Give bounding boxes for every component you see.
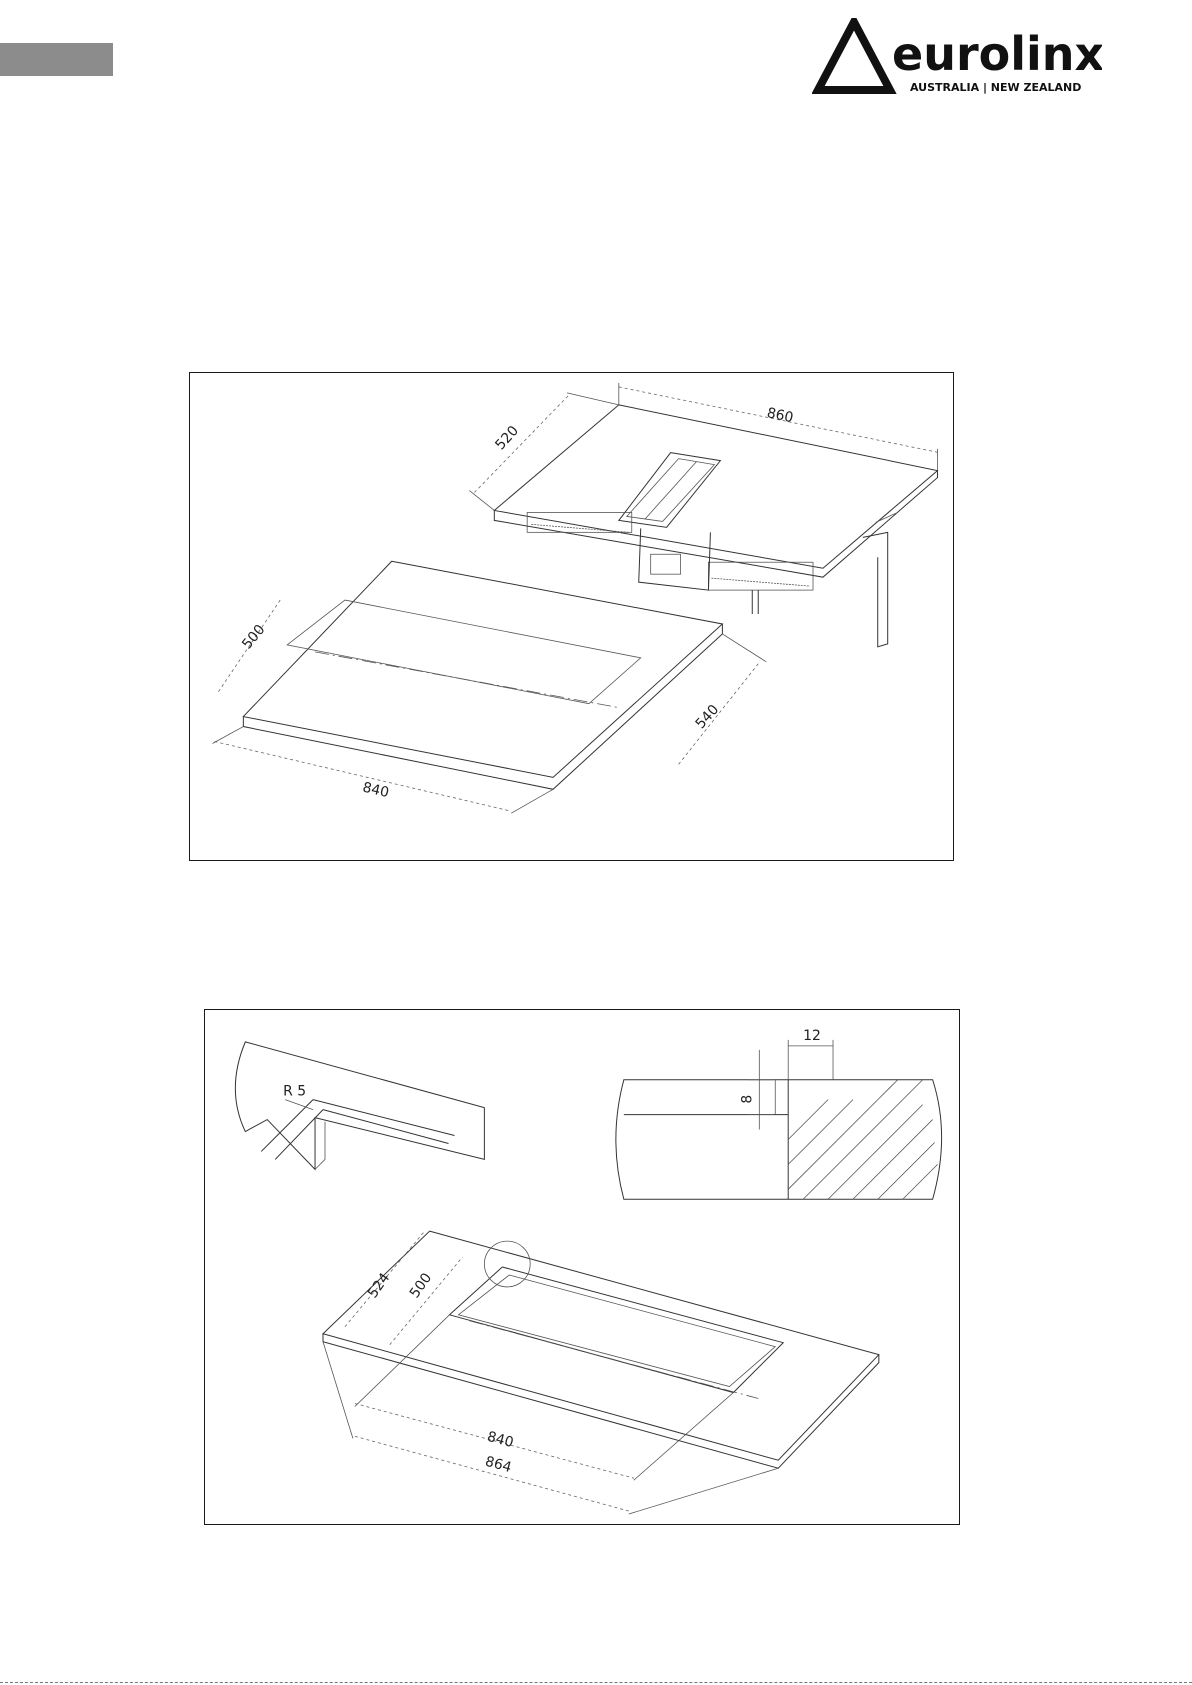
eurolinx-logo: eurolinx AUSTRALIA | NEW ZEALAND [812, 18, 1102, 98]
dim-840-detail-label: 840 [485, 1429, 515, 1451]
corner-radius-detail: R 5 [235, 1042, 484, 1170]
radius-label: R 5 [283, 1084, 306, 1100]
dim-840-label: 840 [361, 780, 391, 802]
dim-8-label: 8 [739, 1095, 755, 1104]
cutout-with-rebate-drawing: 524 500 840 864 [323, 1231, 879, 1514]
dim-524-label: 524 [365, 1270, 393, 1301]
dim-520-label: 520 [492, 423, 522, 453]
brand-name: eurolinx [892, 27, 1102, 81]
dim-860-label: 860 [765, 405, 794, 426]
page-tab-marker [0, 43, 113, 76]
figure-cutout-rebate-detail: R 5 12 [204, 1009, 960, 1525]
brand-region: AUSTRALIA | NEW ZEALAND [910, 81, 1081, 94]
cutout-drawing: 500 540 840 [212, 561, 766, 813]
dim-500-label: 500 [239, 622, 268, 653]
dim-540-label: 540 [693, 702, 723, 732]
dim-12-label: 12 [803, 1028, 821, 1044]
rebate-section-detail: 12 8 [616, 1028, 942, 1199]
triangle-logo-icon [818, 22, 890, 90]
page-bottom-edge [0, 1682, 1192, 1683]
hob-drawing: 860 520 [469, 383, 939, 647]
dim-500-detail-label: 500 [407, 1270, 435, 1301]
figure-hob-overall-dimensions: 860 520 500 540 840 [189, 372, 954, 861]
